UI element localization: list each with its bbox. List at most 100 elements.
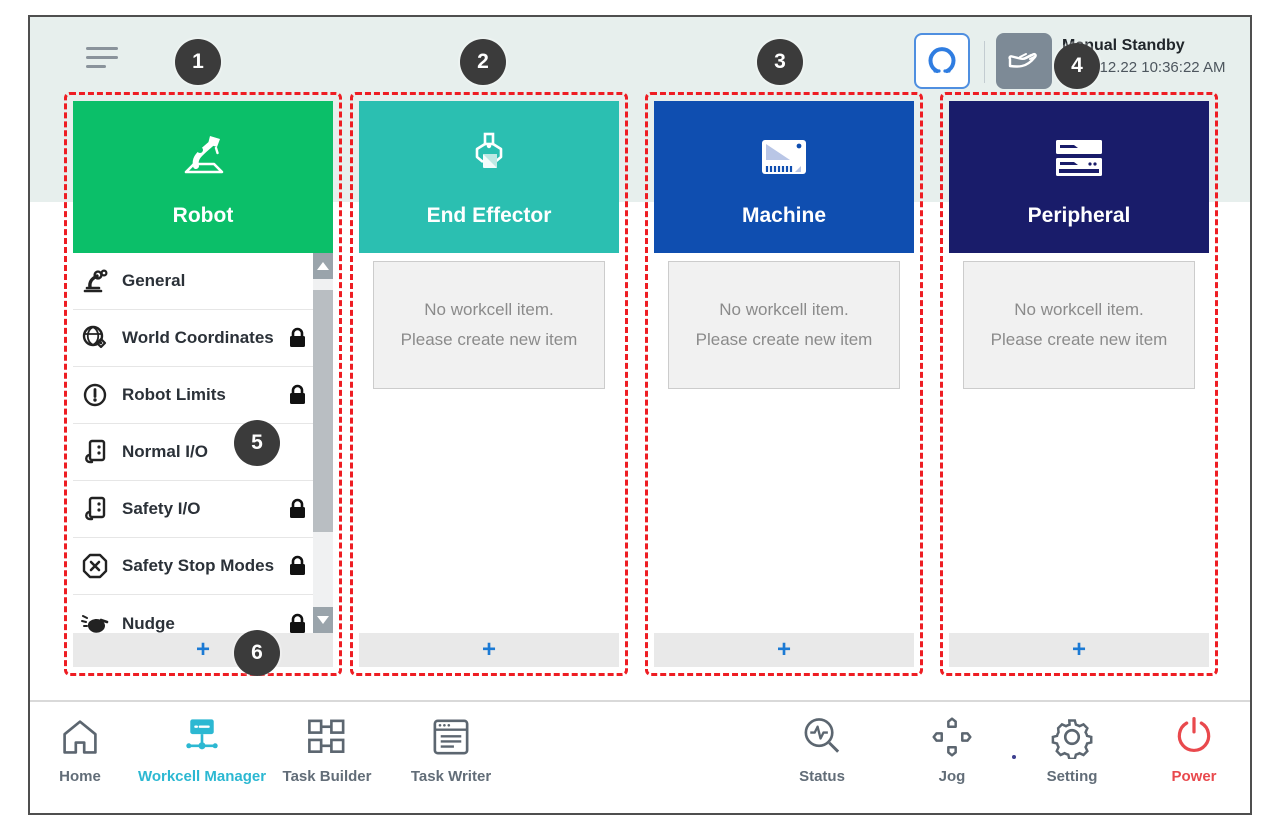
- end-effector-add-item-button[interactable]: +: [359, 633, 619, 667]
- callout-badge-2: 2: [460, 39, 506, 85]
- nav-power[interactable]: Power: [1129, 712, 1250, 800]
- jog-dpad-icon: [930, 712, 974, 762]
- topbar-divider: [984, 41, 985, 83]
- nav-jog[interactable]: Jog: [887, 712, 1017, 800]
- nav-task-writer[interactable]: Task Writer: [386, 712, 516, 800]
- lock-icon: [288, 498, 307, 520]
- empty-state-box: No workcell item. Please create new item: [963, 261, 1195, 389]
- callout-badge-6: 6: [234, 630, 280, 676]
- plus-icon: +: [1071, 636, 1086, 663]
- robot-column-label: Robot: [172, 204, 234, 227]
- scroll-down-button[interactable]: [313, 607, 333, 633]
- lock-icon: [288, 327, 307, 349]
- app-window: Manual Standby 2022.12.22 10:36:22 AM Ro…: [28, 15, 1252, 815]
- machine-column-header[interactable]: Machine: [654, 101, 914, 253]
- empty-state-line2: Please create new item: [990, 330, 1168, 349]
- robot-column-header[interactable]: Robot: [73, 101, 333, 253]
- status-pulse-icon: [800, 712, 844, 762]
- robot-general-icon: [81, 267, 109, 295]
- menu-item-safety-io[interactable]: Safety I/O: [73, 481, 313, 538]
- menu-item-robot-limits[interactable]: Robot Limits: [73, 367, 313, 424]
- end-effector-column: End Effector No workcell item. Please cr…: [350, 92, 628, 676]
- peripheral-add-item-button[interactable]: +: [949, 633, 1209, 667]
- peripheral-panel: No workcell item. Please create new item: [949, 253, 1209, 633]
- manual-mode-button[interactable]: [996, 33, 1052, 89]
- menu-item-label: World Coordinates: [122, 328, 274, 347]
- scrollbar-thumb[interactable]: [313, 290, 333, 532]
- workcell-manager-icon: [180, 712, 224, 762]
- lock-icon: [288, 613, 307, 634]
- robot-status-datetime: 2022.12.22 10:36:22 AM: [1062, 59, 1226, 76]
- menu-item-label: Safety Stop Modes: [122, 556, 275, 575]
- plus-icon: +: [195, 636, 210, 663]
- menu-item-label: Nudge: [122, 613, 175, 633]
- machine-panel: No workcell item. Please create new item: [654, 253, 914, 633]
- end-effector-column-header[interactable]: End Effector: [359, 101, 619, 253]
- nav-setting[interactable]: Setting: [1007, 712, 1137, 800]
- callout-badge-4: 4: [1054, 43, 1100, 89]
- world-coordinates-icon: [81, 324, 109, 352]
- nav-task-builder[interactable]: Task Builder: [262, 712, 392, 800]
- empty-state-line2: Please create new item: [400, 330, 578, 349]
- triangle-down-icon: [317, 616, 329, 624]
- server-rack-icon: [1048, 126, 1110, 188]
- menu-item-label: General: [122, 271, 186, 290]
- callout-badge-5: 5: [234, 420, 280, 466]
- empty-state-line1: No workcell item.: [1014, 300, 1144, 319]
- io-connector-icon: [81, 438, 109, 466]
- robot-menu-list: General World Coordinates: [73, 253, 313, 633]
- menu-item-safety-stop-modes[interactable]: Safety Stop Modes: [73, 538, 313, 595]
- menu-item-label: Normal I/O: [122, 442, 208, 461]
- machine-column-label: Machine: [741, 204, 827, 227]
- empty-state-line1: No workcell item.: [424, 300, 554, 319]
- robot-add-item-button[interactable]: +: [73, 633, 333, 667]
- plus-icon: +: [481, 636, 496, 663]
- power-icon: [1172, 712, 1216, 762]
- machine-add-item-button[interactable]: +: [654, 633, 914, 667]
- gripper-icon: [458, 126, 520, 188]
- robot-column: Robot General: [64, 92, 342, 676]
- hand-icon: [1006, 43, 1042, 79]
- nav-status[interactable]: Status: [757, 712, 887, 800]
- menu-item-nudge[interactable]: Nudge: [73, 595, 313, 633]
- gear-icon: [1050, 712, 1094, 762]
- menu-item-label: Robot Limits: [122, 385, 226, 404]
- hamburger-icon: [86, 47, 118, 50]
- menu-item-general[interactable]: General: [73, 253, 313, 310]
- triangle-up-icon: [317, 262, 329, 270]
- menu-item-world-coordinates[interactable]: World Coordinates: [73, 310, 313, 367]
- menu-scrollbar[interactable]: [313, 253, 333, 633]
- task-builder-icon: [305, 712, 349, 762]
- end-effector-panel: No workcell item. Please create new item: [359, 253, 619, 633]
- callout-badge-3: 3: [757, 39, 803, 85]
- peripheral-column-header[interactable]: Peripheral: [949, 101, 1209, 253]
- gripper-mode-icon: [925, 44, 959, 78]
- nudge-hand-icon: [81, 610, 109, 634]
- stop-x-icon: [81, 552, 109, 580]
- io-connector-icon: [81, 495, 109, 523]
- home-icon: [59, 712, 101, 762]
- menu-item-label: Safety I/O: [122, 499, 201, 518]
- lock-icon: [288, 384, 307, 406]
- robot-arm-icon: [172, 126, 234, 188]
- machine-icon: [753, 126, 815, 188]
- plus-icon: +: [776, 636, 791, 663]
- menu-item-normal-io[interactable]: Normal I/O: [73, 424, 313, 481]
- machine-column: Machine No workcell item. Please create …: [645, 92, 923, 676]
- bottom-nav-divider: [30, 700, 1250, 702]
- empty-state-box: No workcell item. Please create new item: [668, 261, 900, 389]
- robot-servo-button[interactable]: [914, 33, 970, 89]
- task-writer-icon: [429, 712, 473, 762]
- callout-badge-1: 1: [175, 39, 221, 85]
- lock-icon: [288, 555, 307, 577]
- empty-state-line2: Please create new item: [695, 330, 873, 349]
- empty-state-line1: No workcell item.: [719, 300, 849, 319]
- robot-menu-panel: General World Coordinates: [73, 253, 333, 633]
- scroll-up-button[interactable]: [313, 253, 333, 279]
- end-effector-column-label: End Effector: [426, 204, 552, 227]
- peripheral-column-label: Peripheral: [1027, 204, 1131, 227]
- nav-workcell-manager[interactable]: Workcell Manager: [137, 712, 267, 800]
- separator-dot: [1012, 755, 1016, 759]
- hamburger-menu-button[interactable]: [86, 47, 120, 73]
- nav-home[interactable]: Home: [30, 712, 145, 800]
